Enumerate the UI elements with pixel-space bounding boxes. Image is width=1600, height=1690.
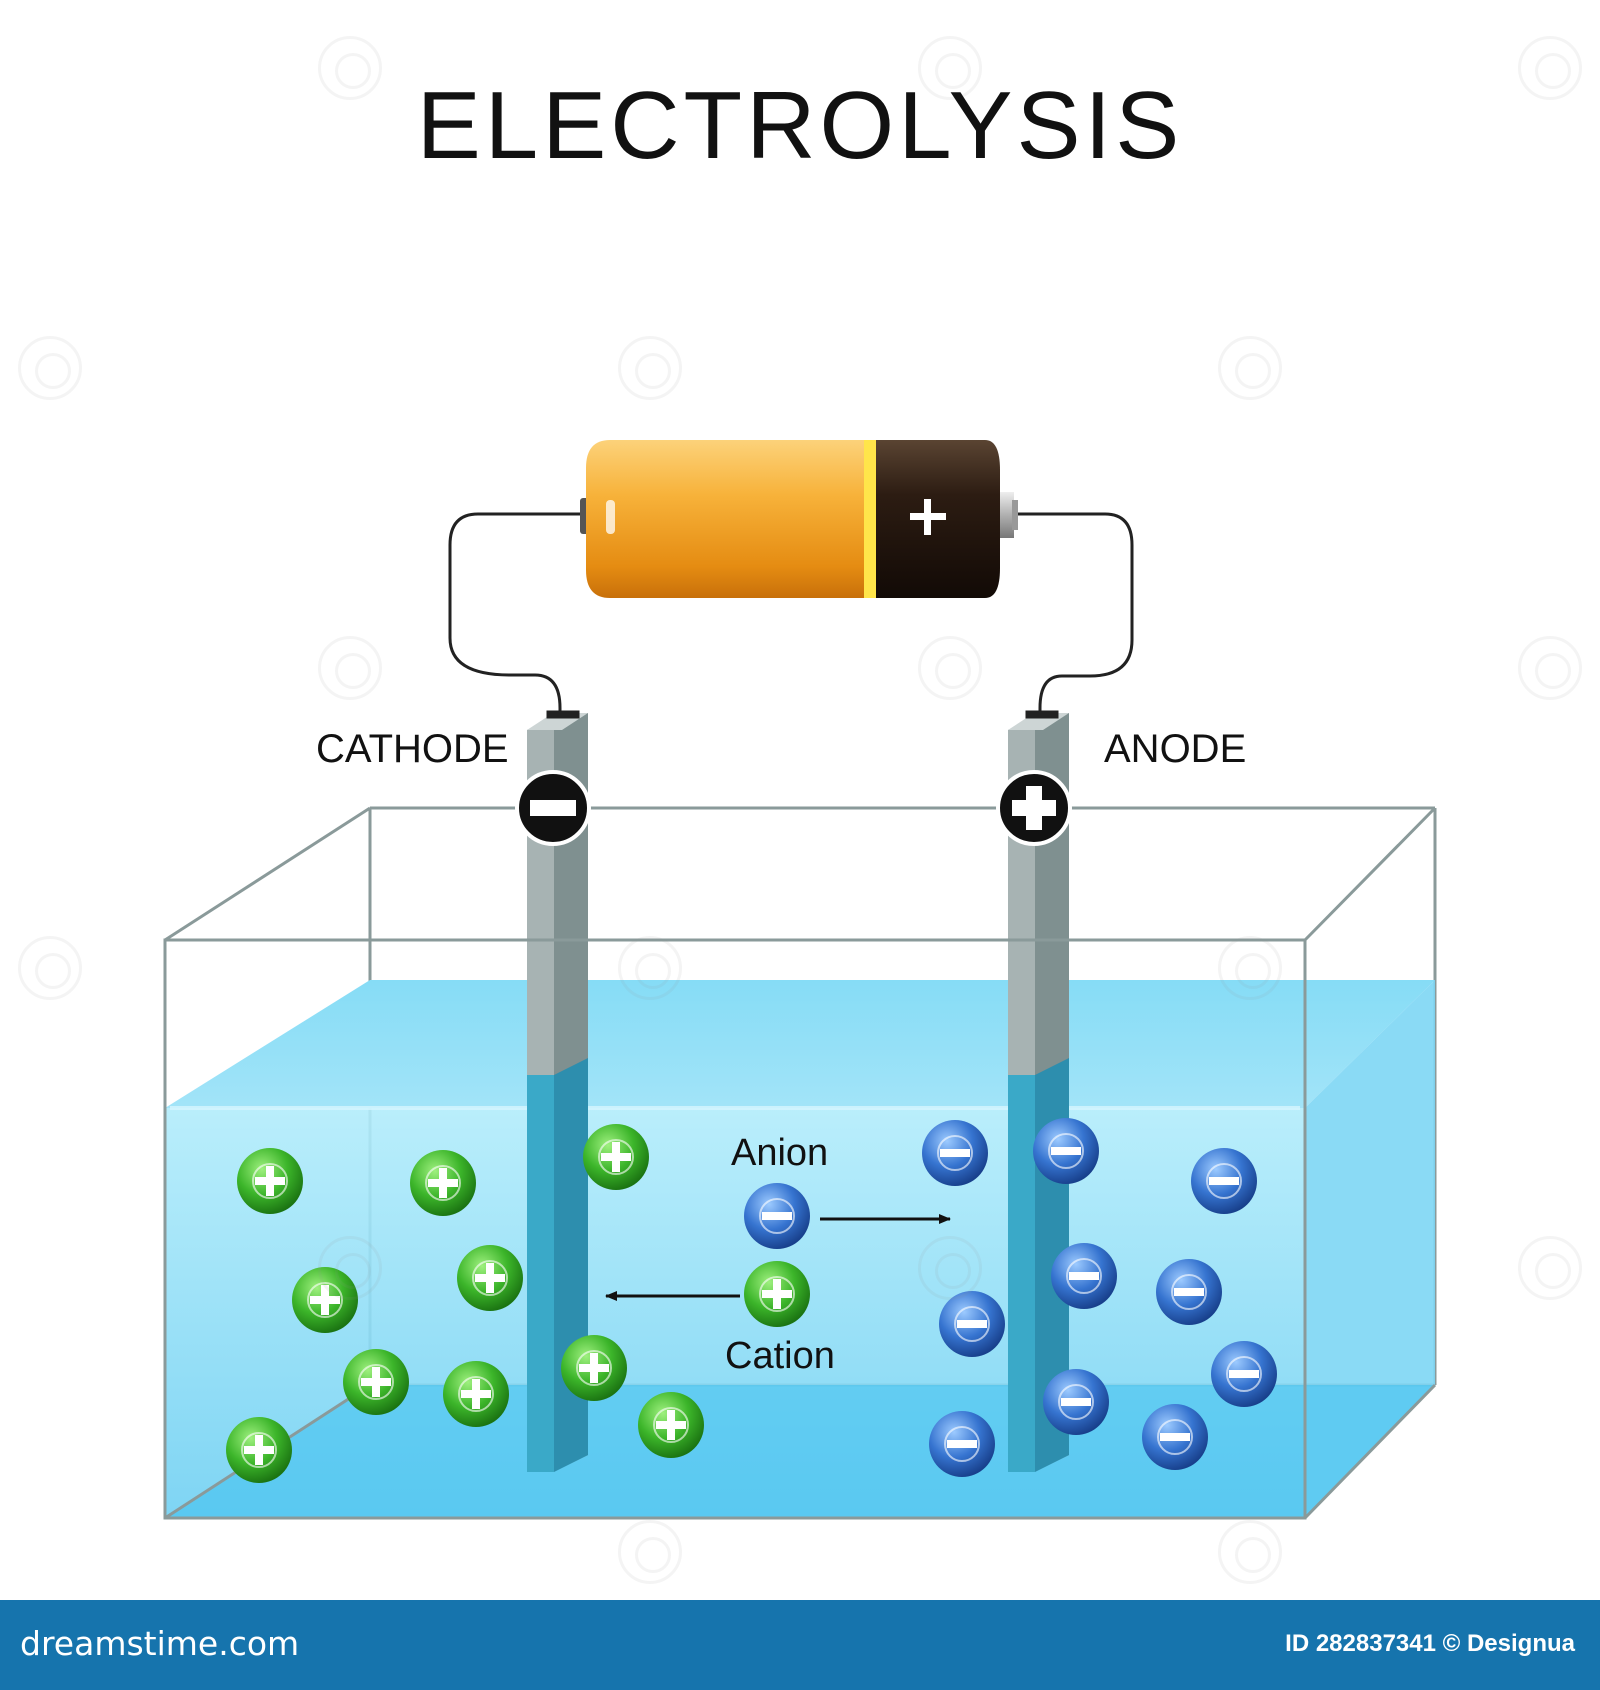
diagram-title: ELECTROLYSIS — [416, 72, 1184, 179]
cation-ion — [410, 1150, 476, 1216]
cation-ion — [583, 1124, 649, 1190]
cation-ion — [343, 1349, 409, 1415]
dreamstime-spiral-icon — [618, 1520, 682, 1584]
footer-credit: ID 282837341 © Designua — [1285, 1630, 1575, 1657]
anion-ion — [1142, 1404, 1208, 1470]
dreamstime-spiral-icon — [1518, 636, 1582, 700]
dreamstime-spiral-icon — [918, 636, 982, 700]
dreamstime-spiral-icon — [618, 336, 682, 400]
cathode-terminal-minus-icon — [515, 770, 591, 846]
dreamstime-spiral-icon — [18, 936, 82, 1000]
anion-ion — [744, 1183, 810, 1249]
dreamstime-spiral-icon — [318, 636, 382, 700]
ions — [226, 1118, 1277, 1483]
cation-ion — [638, 1392, 704, 1458]
cation-label: Cation — [725, 1335, 835, 1377]
cation-ion — [744, 1261, 810, 1327]
dreamstime-spiral-icon — [318, 1236, 382, 1300]
dreamstime-spiral-icon — [618, 936, 682, 1000]
anion-label: Anion — [731, 1132, 829, 1174]
anion-ion — [1191, 1148, 1257, 1214]
battery — [580, 440, 1018, 598]
cation-ion — [226, 1417, 292, 1483]
dreamstime-spiral-icon — [18, 336, 82, 400]
electrolysis-diagram — [163, 440, 1437, 1520]
anion-ion — [1156, 1259, 1222, 1325]
dreamstime-spiral-icon — [1518, 1236, 1582, 1300]
dreamstime-spiral-icon — [918, 1236, 982, 1300]
dreamstime-spiral-icon — [1218, 1520, 1282, 1584]
anion-ion — [1051, 1243, 1117, 1309]
cation-ion — [443, 1361, 509, 1427]
cation-ion — [457, 1245, 523, 1311]
dreamstime-spiral-icon — [1518, 36, 1582, 100]
dreamstime-spiral-icon — [318, 36, 382, 100]
anion-ion — [939, 1291, 1005, 1357]
cathode-label: CATHODE — [316, 727, 509, 771]
dreamstime-spiral-icon — [1218, 936, 1282, 1000]
anion-ion — [929, 1411, 995, 1477]
wire-anode — [1012, 512, 1134, 719]
anion-ion — [1033, 1118, 1099, 1184]
anode-terminal-plus-icon — [996, 770, 1072, 846]
wire-cathode — [448, 512, 588, 719]
anion-ion — [922, 1120, 988, 1186]
dreamstime-spiral-icon — [1218, 336, 1282, 400]
cation-ion — [237, 1148, 303, 1214]
dreamstime-spiral-icon — [918, 36, 982, 100]
anion-ion — [1043, 1369, 1109, 1435]
anion-ion — [1211, 1341, 1277, 1407]
cation-ion — [561, 1335, 627, 1401]
footer-site: dreamstime.com — [20, 1624, 300, 1663]
anode-label: ANODE — [1104, 727, 1247, 771]
footer-bar: dreamstime.com ID 282837341 © Designua — [0, 1600, 1600, 1690]
tank-front — [163, 806, 1437, 1520]
